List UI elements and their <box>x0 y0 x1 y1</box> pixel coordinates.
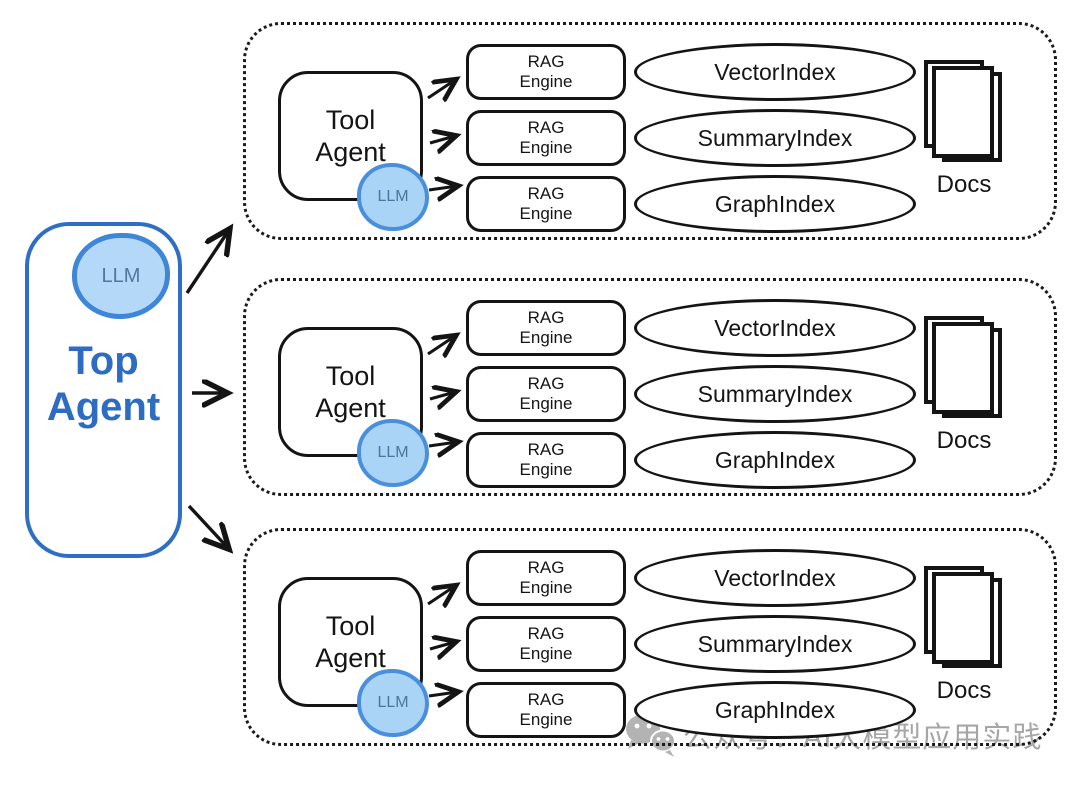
summary-index-ellipse: SummaryIndex <box>634 365 916 423</box>
graph-index-ellipse: GraphIndex <box>634 681 916 739</box>
tool-agent-llm-badge: LLM <box>357 669 429 737</box>
graph-index-ellipse: GraphIndex <box>634 431 916 489</box>
arrow-top-to-group-3 <box>187 504 228 548</box>
rag-engine-box: RAG Engine <box>466 44 626 100</box>
top-agent-label: Top Agent <box>46 339 161 429</box>
index-label: VectorIndex <box>714 58 836 85</box>
tool-agent-llm-badge: LLM <box>357 163 429 231</box>
vector-index-ellipse: VectorIndex <box>634 43 916 101</box>
rag-engine-label: RAG Engine <box>519 52 573 91</box>
rag-engine-label: RAG Engine <box>519 558 573 597</box>
index-label: GraphIndex <box>714 696 836 723</box>
rag-engine-box: RAG Engine <box>466 432 626 488</box>
graph-index-ellipse: GraphIndex <box>634 175 916 233</box>
agent-group-3: Tool Agent LLM RAG Engine RAG Engine RAG… <box>243 528 1057 746</box>
rag-engine-box: RAG Engine <box>466 550 626 606</box>
index-label: VectorIndex <box>714 564 836 591</box>
rag-engine-label: RAG Engine <box>519 624 573 663</box>
tool-agent-label: Tool Agent <box>315 104 386 167</box>
rag-engine-box: RAG Engine <box>466 176 626 232</box>
index-label: SummaryIndex <box>697 630 853 657</box>
rag-engine-label: RAG Engine <box>519 184 573 223</box>
top-agent-llm-badge: LLM <box>72 233 170 319</box>
rag-engine-label: RAG Engine <box>519 118 573 157</box>
stacked-documents-icon <box>924 316 1002 418</box>
docs-label: Docs <box>936 677 992 704</box>
arrow-top-to-group-1 <box>185 230 229 294</box>
vector-index-ellipse: VectorIndex <box>634 299 916 357</box>
rag-engine-box: RAG Engine <box>466 366 626 422</box>
summary-index-ellipse: SummaryIndex <box>634 109 916 167</box>
index-label: SummaryIndex <box>697 380 853 407</box>
tool-agent-label: Tool Agent <box>315 610 386 673</box>
rag-engine-label: RAG Engine <box>519 690 573 729</box>
index-label: GraphIndex <box>714 190 836 217</box>
top-agent-box: LLM Top Agent <box>25 222 182 558</box>
agent-group-2: Tool Agent LLM RAG Engine RAG Engine RAG… <box>243 278 1057 496</box>
stacked-documents-icon <box>924 566 1002 668</box>
rag-engine-label: RAG Engine <box>519 374 573 413</box>
tool-agent-llm-label: LLM <box>377 444 409 461</box>
rag-engine-label: RAG Engine <box>519 440 573 479</box>
index-label: GraphIndex <box>714 446 836 473</box>
tool-agent-llm-label: LLM <box>377 188 409 205</box>
tool-agent-llm-label: LLM <box>377 694 409 711</box>
index-label: SummaryIndex <box>697 124 853 151</box>
vector-index-ellipse: VectorIndex <box>634 549 916 607</box>
rag-engine-box: RAG Engine <box>466 110 626 166</box>
rag-engine-label: RAG Engine <box>519 308 573 347</box>
docs-label: Docs <box>936 171 992 198</box>
tool-agent-box: Tool Agent <box>278 327 423 457</box>
summary-index-ellipse: SummaryIndex <box>634 615 916 673</box>
rag-engine-box: RAG Engine <box>466 300 626 356</box>
rag-engine-box: RAG Engine <box>466 682 626 738</box>
rag-engine-box: RAG Engine <box>466 616 626 672</box>
docs-label: Docs <box>936 427 992 454</box>
tool-agent-llm-badge: LLM <box>357 419 429 487</box>
agent-group-1: Tool Agent LLM RAG Engine RAG Engine RAG… <box>243 22 1057 240</box>
index-label: VectorIndex <box>714 314 836 341</box>
tool-agent-label: Tool Agent <box>315 360 386 423</box>
stacked-documents-icon <box>924 60 1002 162</box>
top-agent-llm-label: LLM <box>101 264 141 287</box>
